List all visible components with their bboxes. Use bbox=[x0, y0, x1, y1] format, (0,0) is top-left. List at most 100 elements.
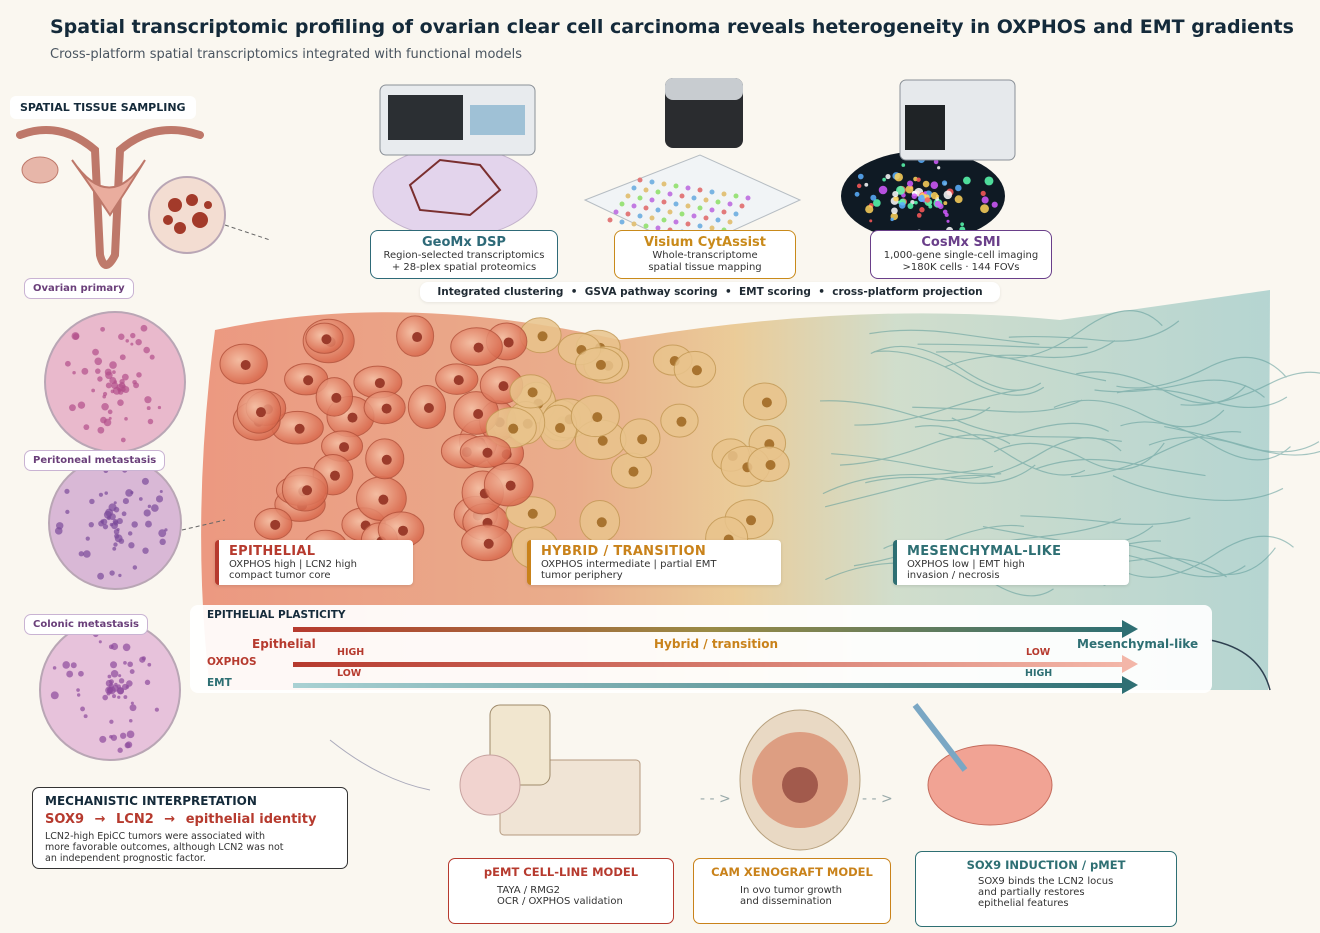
state-desc-line1: OXPHOS intermediate | partial EMT bbox=[541, 559, 717, 570]
histology-nucleus bbox=[100, 416, 107, 424]
visium-spot bbox=[733, 193, 739, 199]
histology-nucleus bbox=[78, 551, 84, 557]
histology-nucleus bbox=[80, 706, 85, 712]
visium-spot bbox=[637, 195, 643, 201]
histology-nucleus bbox=[125, 339, 129, 343]
histology-nucleus bbox=[109, 570, 115, 576]
histology-nucleus bbox=[107, 687, 113, 693]
oxphos-high-label: HIGH bbox=[337, 647, 365, 658]
visium-spot bbox=[631, 203, 637, 209]
stromal-fiber bbox=[1112, 475, 1284, 502]
histology-nucleus bbox=[130, 701, 134, 705]
epithelial-cell-cluster bbox=[219, 315, 790, 570]
pipeline-step: cross-platform projection bbox=[832, 286, 983, 298]
mechanism-note: LCN2-high EpiCC tumors were associated w… bbox=[45, 831, 335, 864]
cosmx-spot bbox=[895, 185, 905, 195]
visium-spot bbox=[649, 197, 655, 203]
cell-nucleus bbox=[303, 375, 314, 386]
visium-spot bbox=[607, 217, 613, 223]
histology-nucleus bbox=[109, 719, 114, 724]
histology-nucleus bbox=[72, 333, 80, 340]
state-desc-line2: invasion / necrosis bbox=[907, 570, 1000, 581]
stromal-fiber bbox=[822, 465, 994, 495]
mechanism-heading: MECHANISTIC INTERPRETATION bbox=[45, 794, 257, 808]
histology-nucleus bbox=[117, 389, 124, 395]
histology-nucleus bbox=[102, 694, 109, 701]
cell-nucleus bbox=[483, 538, 494, 549]
histology-nucleus bbox=[89, 498, 95, 505]
cosmx-spot bbox=[922, 180, 930, 188]
histology-nucleus bbox=[88, 521, 94, 528]
histology-nucleus bbox=[110, 389, 115, 394]
cell-nucleus bbox=[302, 485, 313, 496]
cell-nucleus bbox=[339, 442, 350, 453]
cell-nucleus bbox=[691, 365, 702, 376]
state-mesenchymal: MESENCHYMAL-LIKE OXPHOS low | EMT high i… bbox=[893, 540, 1129, 585]
histology-nucleus bbox=[118, 674, 122, 678]
state-desc-line1: OXPHOS low | EMT high bbox=[907, 559, 1025, 570]
visium-spot bbox=[667, 209, 673, 215]
histology-nucleus bbox=[126, 730, 135, 739]
visium-spot bbox=[697, 205, 703, 211]
state-desc-line2: compact tumor core bbox=[229, 570, 331, 581]
histology-nucleus bbox=[56, 522, 64, 530]
histology-nucleus bbox=[110, 734, 118, 741]
cell-nucleus bbox=[473, 342, 484, 353]
histology-nucleus bbox=[129, 669, 135, 674]
cosmx-spot bbox=[916, 213, 922, 218]
histology-nucleus bbox=[124, 742, 131, 749]
emt-high-label: HIGH bbox=[1025, 668, 1053, 679]
histology-nucleus bbox=[123, 695, 128, 699]
visium-spot bbox=[673, 219, 679, 225]
histology-nucleus bbox=[98, 640, 102, 644]
histology-nucleus bbox=[78, 670, 84, 677]
platform-desc-line2: >180K cells · 144 FOVs bbox=[902, 262, 1020, 273]
visium-spot bbox=[661, 199, 667, 205]
cosmx-spot bbox=[980, 190, 986, 196]
cosmx-fov-spots bbox=[854, 155, 998, 237]
pathway-node-lcn2: LCN2 bbox=[116, 812, 154, 827]
histology-nucleus bbox=[70, 662, 77, 669]
cosmx-spot bbox=[916, 177, 921, 182]
visium-spot bbox=[697, 187, 703, 193]
platform-geomx: GeoMx DSP Region-selected transcriptomic… bbox=[370, 230, 558, 279]
site-label-ovarian: Ovarian primary bbox=[24, 278, 134, 299]
visium-spot bbox=[709, 225, 715, 231]
cosmx-spot bbox=[942, 209, 948, 215]
pipeline-separator: • bbox=[814, 286, 833, 298]
cosmx-spot bbox=[960, 222, 964, 227]
cell-nucleus bbox=[473, 408, 484, 419]
histology-nucleus bbox=[113, 506, 120, 513]
stromal-fiber bbox=[1008, 320, 1180, 342]
histology-nucleus bbox=[146, 406, 151, 411]
histology-nucleus bbox=[104, 491, 108, 495]
histology-nucleus bbox=[108, 416, 112, 420]
cell-nucleus bbox=[637, 434, 648, 445]
histology-nucleus bbox=[101, 518, 108, 525]
histology-nucleus bbox=[116, 687, 125, 695]
pipeline-separator: • bbox=[567, 286, 585, 298]
histology-nucleus bbox=[104, 368, 112, 376]
histology-nucleus bbox=[118, 573, 122, 578]
visium-spot bbox=[661, 217, 667, 223]
model-desc-line3: epithelial features bbox=[978, 898, 1069, 909]
visium-spot bbox=[625, 211, 631, 217]
histology-nucleus bbox=[127, 661, 133, 668]
stromal-fiber bbox=[951, 437, 1122, 479]
histology-nucleus bbox=[143, 509, 151, 517]
histology-nucleus bbox=[113, 528, 120, 535]
visium-spot bbox=[745, 195, 751, 201]
histology-nucleus bbox=[97, 572, 104, 580]
histology-nucleus bbox=[94, 357, 103, 366]
mechanism-pathway: SOX9 → LCN2 → epithelial identity bbox=[45, 812, 335, 827]
histology-nucleus bbox=[139, 656, 146, 663]
histology-nucleus bbox=[114, 682, 118, 687]
histology-nucleus bbox=[65, 509, 70, 514]
cell-nucleus bbox=[676, 416, 687, 427]
histology-nucleus bbox=[158, 529, 167, 538]
histology-nucleus bbox=[147, 662, 152, 667]
histology-nucleus bbox=[129, 718, 133, 723]
cell-nucleus bbox=[381, 403, 392, 414]
model-desc-line2: and dissemination bbox=[740, 896, 832, 907]
